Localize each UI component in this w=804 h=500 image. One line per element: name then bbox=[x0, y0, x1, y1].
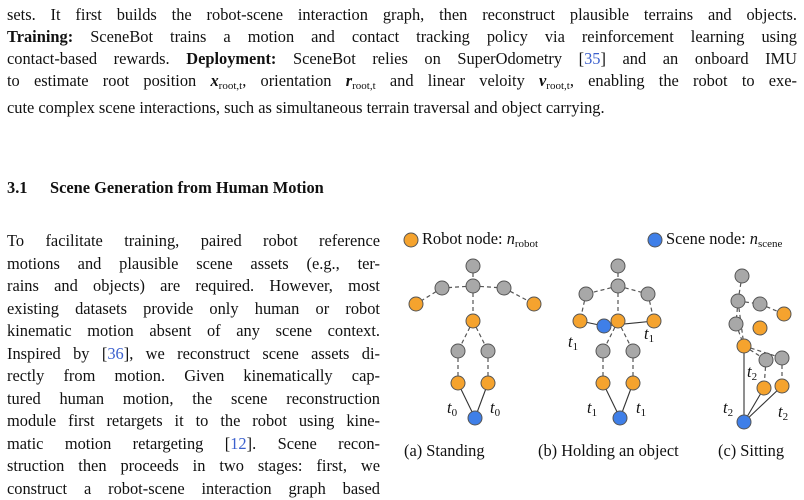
body-line: module first retargets it to the robot u… bbox=[7, 410, 380, 433]
intro-line-2: Training: SceneBot trains a motion and c… bbox=[7, 26, 797, 48]
body-line: rains and objects) are required. However… bbox=[7, 275, 380, 298]
time-label-t0-right: t0 bbox=[490, 398, 500, 419]
text-velocity: and linear veloity bbox=[376, 71, 539, 90]
time-label-t2-left: t2 bbox=[723, 398, 733, 419]
text-orientation: , orientation bbox=[242, 71, 346, 90]
t-sub: 2 bbox=[728, 407, 734, 419]
legend-scene-marker bbox=[648, 233, 662, 247]
text-root-position: to estimate root position bbox=[7, 71, 210, 90]
body-line: tured human motion, the scene reconstruc… bbox=[7, 388, 380, 411]
sub-root-t-3: root,t bbox=[546, 80, 570, 92]
t-sub: 1 bbox=[649, 333, 655, 345]
text-inspired: Inspired by [ bbox=[7, 344, 107, 363]
intro-line-3: contact-based rewards. Deployment: Scene… bbox=[7, 48, 797, 70]
body-line: construct a robot-scene interaction grap… bbox=[7, 478, 380, 500]
body-line: To facilitate training, paired robot ref… bbox=[7, 230, 380, 253]
caption-sitting: (c) Sitting bbox=[718, 441, 784, 461]
time-label-t1-arm-right: t1 bbox=[644, 324, 654, 345]
t-sub: 0 bbox=[495, 407, 501, 419]
intro-line-5: cute complex scene interactions, such as… bbox=[7, 97, 797, 119]
text-scene-recon: ]. Scene recon- bbox=[247, 434, 380, 453]
math-x: x bbox=[210, 71, 218, 90]
section-number: 3.1 bbox=[7, 178, 50, 198]
math-n: n bbox=[507, 229, 515, 248]
intro-line-4: to estimate root position xroot,t, orien… bbox=[7, 70, 797, 97]
body-line: matic motion retargeting [12]. Scene rec… bbox=[7, 433, 380, 456]
contact-edges bbox=[458, 321, 782, 422]
body-line: existing datasets provide only human or … bbox=[7, 298, 380, 321]
time-label-t2-upper: t2 bbox=[747, 362, 757, 383]
text-reconstruct: ], we reconstruct scene assets di- bbox=[124, 344, 380, 363]
time-label-t1-arm-left: t1 bbox=[568, 332, 578, 353]
deployment-text-b: ] and an onboard IMU bbox=[601, 49, 797, 68]
time-label-t1-left: t1 bbox=[587, 398, 597, 419]
caption-holding: (b) Holding an object bbox=[538, 441, 679, 461]
time-label-t1-right: t1 bbox=[636, 398, 646, 419]
sub-scene: scene bbox=[758, 238, 782, 250]
text-enabling: , enabling the robot to exe- bbox=[570, 71, 797, 90]
deployment-text: SceneBot relies on SuperOdometry [ bbox=[276, 49, 584, 68]
caption-standing: (a) Standing bbox=[404, 441, 485, 461]
intro-paragraph: sets. It first builds the robot-scene in… bbox=[7, 4, 797, 119]
legend-robot-marker bbox=[404, 233, 418, 247]
body-column: To facilitate training, paired robot ref… bbox=[7, 230, 380, 500]
graph-nodes bbox=[409, 259, 791, 429]
t-sub: 2 bbox=[752, 371, 758, 383]
citation-36[interactable]: 36 bbox=[107, 344, 123, 363]
interaction-graph-figure: Robot node: nrobot Scene node: nscene t0… bbox=[398, 226, 804, 479]
training-text: SceneBot trains a motion and contact tra… bbox=[73, 27, 797, 46]
body-line: Inspired by [36], we reconstruct scene a… bbox=[7, 343, 380, 366]
citation-35[interactable]: 35 bbox=[584, 49, 600, 68]
body-line: motions and plausible scene assets (e.g.… bbox=[7, 253, 380, 276]
time-label-t0-left: t0 bbox=[447, 398, 457, 419]
t-sub: 0 bbox=[452, 407, 458, 419]
training-label: Training: bbox=[7, 27, 73, 46]
body-line: struction then proceeds in two stages: f… bbox=[7, 455, 380, 478]
sub-robot: robot bbox=[515, 238, 538, 250]
time-label-t2-right: t2 bbox=[778, 402, 788, 423]
math-n: n bbox=[750, 229, 758, 248]
citation-12[interactable]: 12 bbox=[230, 434, 246, 453]
text-retargeting: matic motion retargeting [ bbox=[7, 434, 230, 453]
body-line: rectly from motion. Given kinematically … bbox=[7, 365, 380, 388]
intro-line-1: sets. It first builds the robot-scene in… bbox=[7, 4, 797, 26]
t-sub: 1 bbox=[592, 407, 598, 419]
sub-root-t-2: root,t bbox=[352, 80, 376, 92]
legend-scene: Scene node: nscene bbox=[666, 229, 782, 250]
legend-scene-label: Scene node: bbox=[666, 229, 750, 248]
sub-root-t: root,t bbox=[219, 80, 243, 92]
contact-text: contact-based rewards. bbox=[7, 49, 170, 68]
deployment-label: Deployment: bbox=[186, 49, 276, 68]
t-sub: 2 bbox=[783, 411, 789, 423]
section-title: Scene Generation from Human Motion bbox=[50, 178, 324, 197]
t-sub: 1 bbox=[573, 341, 579, 353]
legend-robot-label: Robot node: bbox=[422, 229, 507, 248]
legend-robot: Robot node: nrobot bbox=[422, 229, 538, 250]
t-sub: 1 bbox=[641, 407, 647, 419]
body-line: kinematic motion absent of any scene con… bbox=[7, 320, 380, 343]
